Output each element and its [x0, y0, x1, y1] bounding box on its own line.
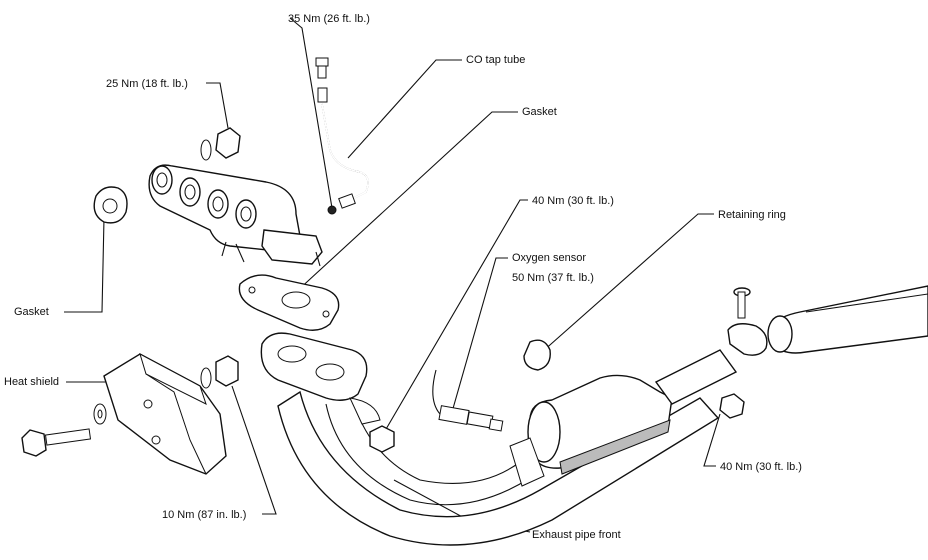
- gasket-middle: [238, 274, 340, 331]
- label-heat-shield: Heat shield: [4, 376, 59, 388]
- label-exhaust-pipe-front: Exhaust pipe front: [532, 529, 621, 541]
- retaining-ring: [523, 339, 551, 371]
- catalytic-converter: [509, 349, 738, 487]
- pipe-flange: [260, 332, 368, 401]
- label-heat-shield-torque: 10 Nm (87 in. lb.): [162, 509, 246, 521]
- heat-shield-bolt: [21, 403, 107, 457]
- flange-nut: [369, 425, 395, 453]
- gasket-left: [93, 186, 128, 224]
- label-rear-nut-torque: 40 Nm (30 ft. lb.): [720, 461, 802, 473]
- rear-nut: [719, 393, 745, 419]
- rear-pipe-joint: [727, 285, 928, 356]
- label-oxygen-sensor: Oxygen sensor: [512, 252, 586, 264]
- heat-shield-nuts: [200, 355, 239, 389]
- label-gasket-left: Gasket: [14, 306, 49, 318]
- label-sensor-torque-40: 40 Nm (30 ft. lb.): [532, 195, 614, 207]
- label-co-tap-torque: 35 Nm (26 ft. lb.): [288, 13, 370, 25]
- label-manifold-nut-torque: 25 Nm (18 ft. lb.): [106, 78, 188, 90]
- co-tap-tube: [315, 57, 369, 215]
- heat-shield: [103, 352, 227, 475]
- oxygen-sensor: [432, 369, 504, 432]
- manifold-nut-group: [200, 127, 241, 161]
- label-oxygen-sensor-torque: 50 Nm (37 ft. lb.): [512, 272, 594, 284]
- label-gasket-upper: Gasket: [522, 106, 557, 118]
- label-retaining-ring: Retaining ring: [718, 209, 786, 221]
- label-co-tap-tube: CO tap tube: [466, 54, 525, 66]
- labels: 35 Nm (26 ft. lb.) CO tap tube 25 Nm (18…: [4, 13, 802, 541]
- exhaust-pipe-front: [277, 390, 720, 546]
- exhaust-manifold: [148, 164, 323, 267]
